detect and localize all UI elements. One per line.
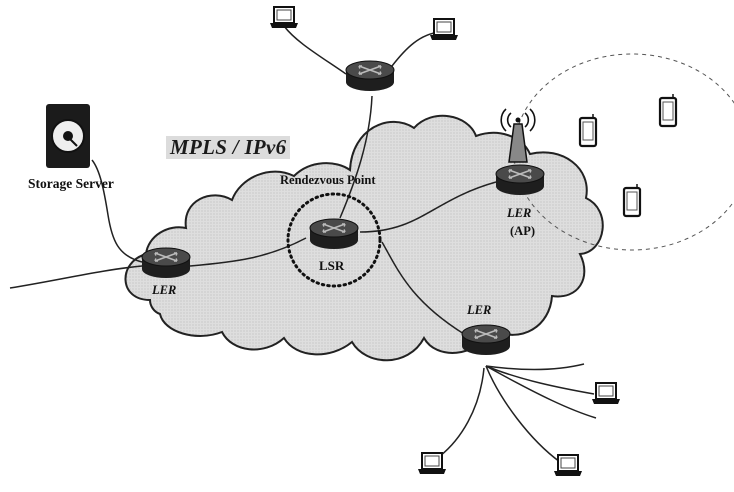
- link-storage-to-ler-left: [91, 159, 143, 263]
- mobile-device-icon: [578, 112, 598, 148]
- router-icon: [141, 247, 191, 279]
- router-icon: [309, 218, 359, 250]
- link-ler-bottom-to-pc-3: [439, 367, 485, 457]
- network-links: [9, 25, 597, 463]
- link-ler-bottom-extra-1: [485, 363, 585, 371]
- network-label: MPLS / IPv6: [166, 136, 291, 159]
- link-ler-left-to-lsr: [189, 237, 307, 267]
- rendezvous-point-label: Rendezvous Point: [280, 173, 376, 187]
- mobile-device-icon: [622, 182, 642, 218]
- storage-server-icon: [46, 104, 90, 168]
- router-icon: [461, 324, 511, 356]
- computer-icon: [553, 454, 583, 477]
- computer-icon: [417, 452, 447, 475]
- router-icon: [345, 60, 395, 92]
- link-ler-bottom-to-pc-1: [485, 365, 595, 395]
- ler-ap-sublabel: (AP): [510, 224, 535, 238]
- router-icon: [495, 164, 545, 196]
- link-top-router-to-pc-left: [283, 25, 347, 75]
- computer-icon: [269, 6, 299, 29]
- link-lsr-to-ler-bottom: [381, 241, 465, 335]
- lsr-label: LSR: [319, 258, 345, 273]
- ler-ap-label: LER: [507, 206, 532, 220]
- link-external-to-ler-left: [9, 265, 143, 289]
- ler-bottom-label: LER: [467, 303, 492, 317]
- computer-icon: [429, 18, 459, 41]
- storage-server-label: Storage Server: [28, 176, 114, 191]
- mobile-device-icon: [658, 92, 678, 128]
- link-ler-bottom-to-pc-2: [485, 365, 561, 463]
- link-top-router-to-lsr: [339, 95, 373, 219]
- link-ler-bottom-extra-2: [485, 365, 597, 419]
- mpls-cloud: [124, 114, 604, 362]
- rendezvous-point-circle: [286, 192, 382, 288]
- ler-left-label: LER: [152, 283, 177, 297]
- computer-icon: [591, 382, 621, 405]
